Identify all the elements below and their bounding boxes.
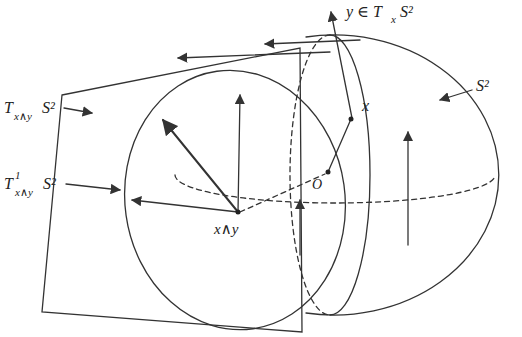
motion-arrow xyxy=(178,52,330,58)
sphere-label: S² xyxy=(476,78,489,94)
superscript: 1 xyxy=(15,170,21,181)
leader-arrow xyxy=(66,184,120,190)
leader-arrow xyxy=(64,108,92,113)
origin-dot xyxy=(326,170,331,175)
unit-vector xyxy=(132,200,238,212)
tangent-arrow xyxy=(407,132,408,245)
equator xyxy=(175,175,495,203)
origin-label: O xyxy=(312,178,322,192)
motion-arrow xyxy=(265,40,360,44)
subscript: x∧y xyxy=(14,111,32,122)
point-dot xyxy=(349,117,354,122)
space-label: S² xyxy=(400,4,413,20)
leader-arrow xyxy=(440,90,472,100)
plane-label: T xyxy=(4,100,13,116)
axis-line xyxy=(240,174,325,212)
vector-label: y ∈ T xyxy=(346,4,382,20)
sphere-outline xyxy=(306,35,499,315)
subscript: x xyxy=(391,14,396,25)
great-circle xyxy=(330,35,370,315)
space-label: S² xyxy=(43,176,56,192)
position-vector xyxy=(328,119,351,172)
subscript: x∧y xyxy=(15,187,33,198)
space-label: S² xyxy=(42,100,55,116)
center-label: x∧y xyxy=(214,222,238,237)
center-dot xyxy=(236,210,241,215)
tangent-arrow xyxy=(299,200,300,255)
circle-label: T xyxy=(4,176,13,192)
point-label: x xyxy=(362,98,369,114)
unit-vector xyxy=(163,120,238,212)
unit-vector xyxy=(238,95,240,212)
tangent-vector xyxy=(331,12,352,118)
